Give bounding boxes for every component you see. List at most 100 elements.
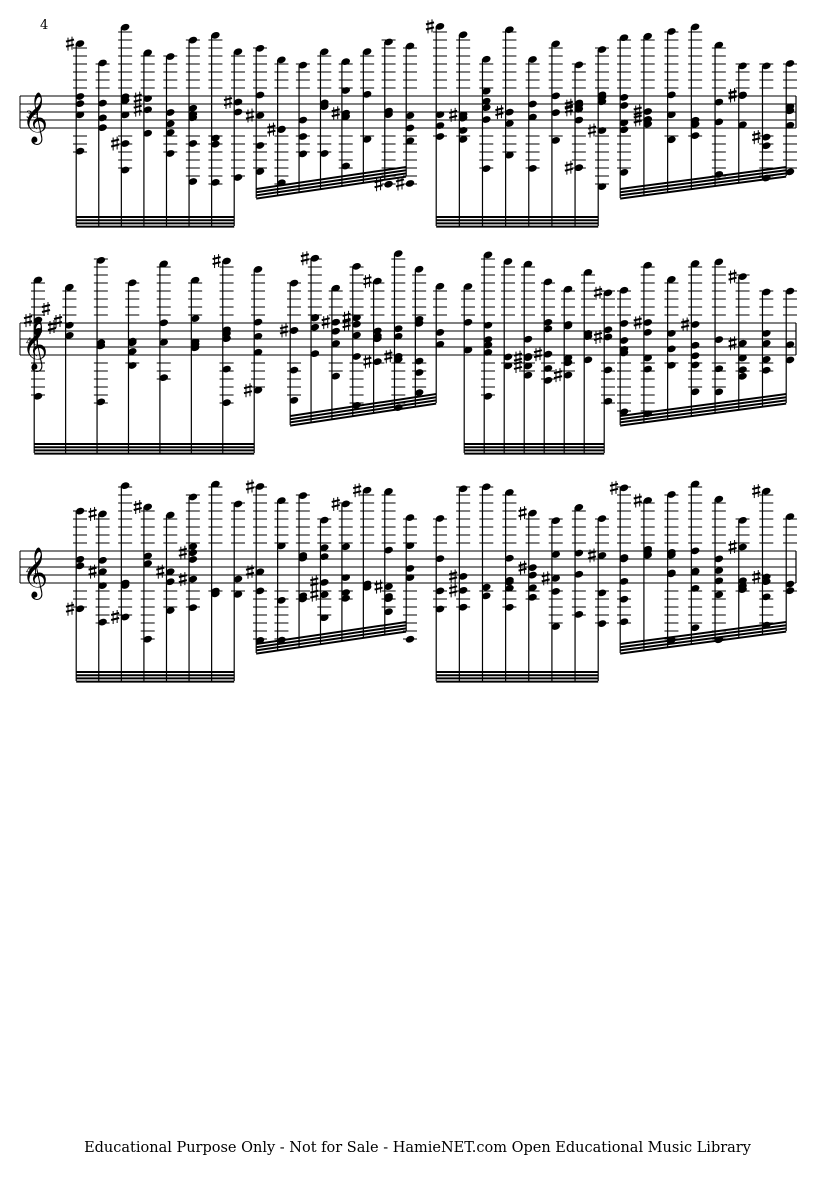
beam [256,172,407,197]
note-head [667,570,676,578]
note-head [551,109,560,117]
note-head [341,574,350,581]
note-head [574,570,584,578]
beam [436,680,599,683]
note-head [597,183,607,190]
note-head [166,53,175,60]
sharp-icon [752,130,761,145]
note-head [563,321,573,328]
sharp-icon [384,349,393,364]
note-head [188,178,198,185]
note-head [405,574,415,581]
note-head [738,339,747,347]
beam [620,172,787,197]
beam [34,443,255,445]
note-head [528,113,537,121]
note-head [277,125,286,133]
note-head [320,614,329,622]
note-head [643,32,652,40]
note-head [785,103,795,111]
note-head [75,93,85,100]
sharp-icon [395,176,405,191]
note-head [384,488,393,495]
note-head [120,23,130,31]
note-head [310,350,320,358]
note-head [98,59,107,67]
note-head [690,567,700,575]
note-head [75,147,85,155]
note-head [583,356,593,364]
note-head [320,579,329,586]
note-head [188,104,198,112]
note-head [505,120,514,127]
sharp-icon [752,570,761,585]
note-head [667,361,676,369]
note-head [166,607,175,614]
note-head [785,513,795,520]
sharp-icon [363,354,372,369]
sharp-icon [564,102,574,117]
note-head [320,516,329,524]
note-head [667,345,676,353]
note-head [253,266,263,273]
page-number: 4 [40,18,49,33]
sharp-icon [245,479,255,494]
note-head [289,327,299,334]
note-head [762,366,771,374]
note-head [738,372,747,380]
note-head [505,489,514,496]
sharp-icon [593,329,603,344]
note-head [96,342,106,350]
note-head [298,592,308,600]
sharp-icon [680,317,690,332]
note-head [98,510,107,518]
note-head [190,276,200,284]
note-head [458,31,468,39]
note-head [341,543,350,551]
note-head [96,398,106,406]
note-head [483,251,493,259]
beam [256,630,407,655]
note-head [597,552,607,559]
note-head [143,560,152,567]
beam [256,175,407,200]
note-head [714,118,724,126]
sharp-icon [331,106,340,121]
note-head [362,486,372,494]
note-head [619,94,629,101]
note-head [690,321,700,328]
beam [76,674,235,677]
note-head [738,91,747,99]
beam [256,169,407,194]
note-head [143,129,152,137]
note-head [166,511,175,519]
beam [34,449,255,452]
note-head [714,577,724,585]
note-head [277,497,286,504]
note-head [482,116,491,123]
note-head [33,328,43,335]
note-head [188,543,198,550]
sharp-icon [448,583,458,598]
note-head [414,265,424,273]
note-head [394,250,403,257]
note-head [523,371,533,379]
note-head [120,582,130,589]
sharp-icon [495,105,504,120]
note-head [551,623,560,630]
note-head [463,318,473,326]
sharp-icon [65,36,75,51]
sharp-icon [728,87,737,102]
sharp-icon [156,564,165,579]
note-head [289,396,299,404]
note-head [503,353,513,361]
beam [436,222,599,225]
sharp-icon [425,19,435,34]
note-head [166,120,175,128]
measure-number: 41 [26,566,39,577]
note-head [120,111,130,119]
note-head [75,562,85,570]
beam [464,449,605,452]
note-head [435,23,445,30]
sharp-icon [593,285,603,300]
